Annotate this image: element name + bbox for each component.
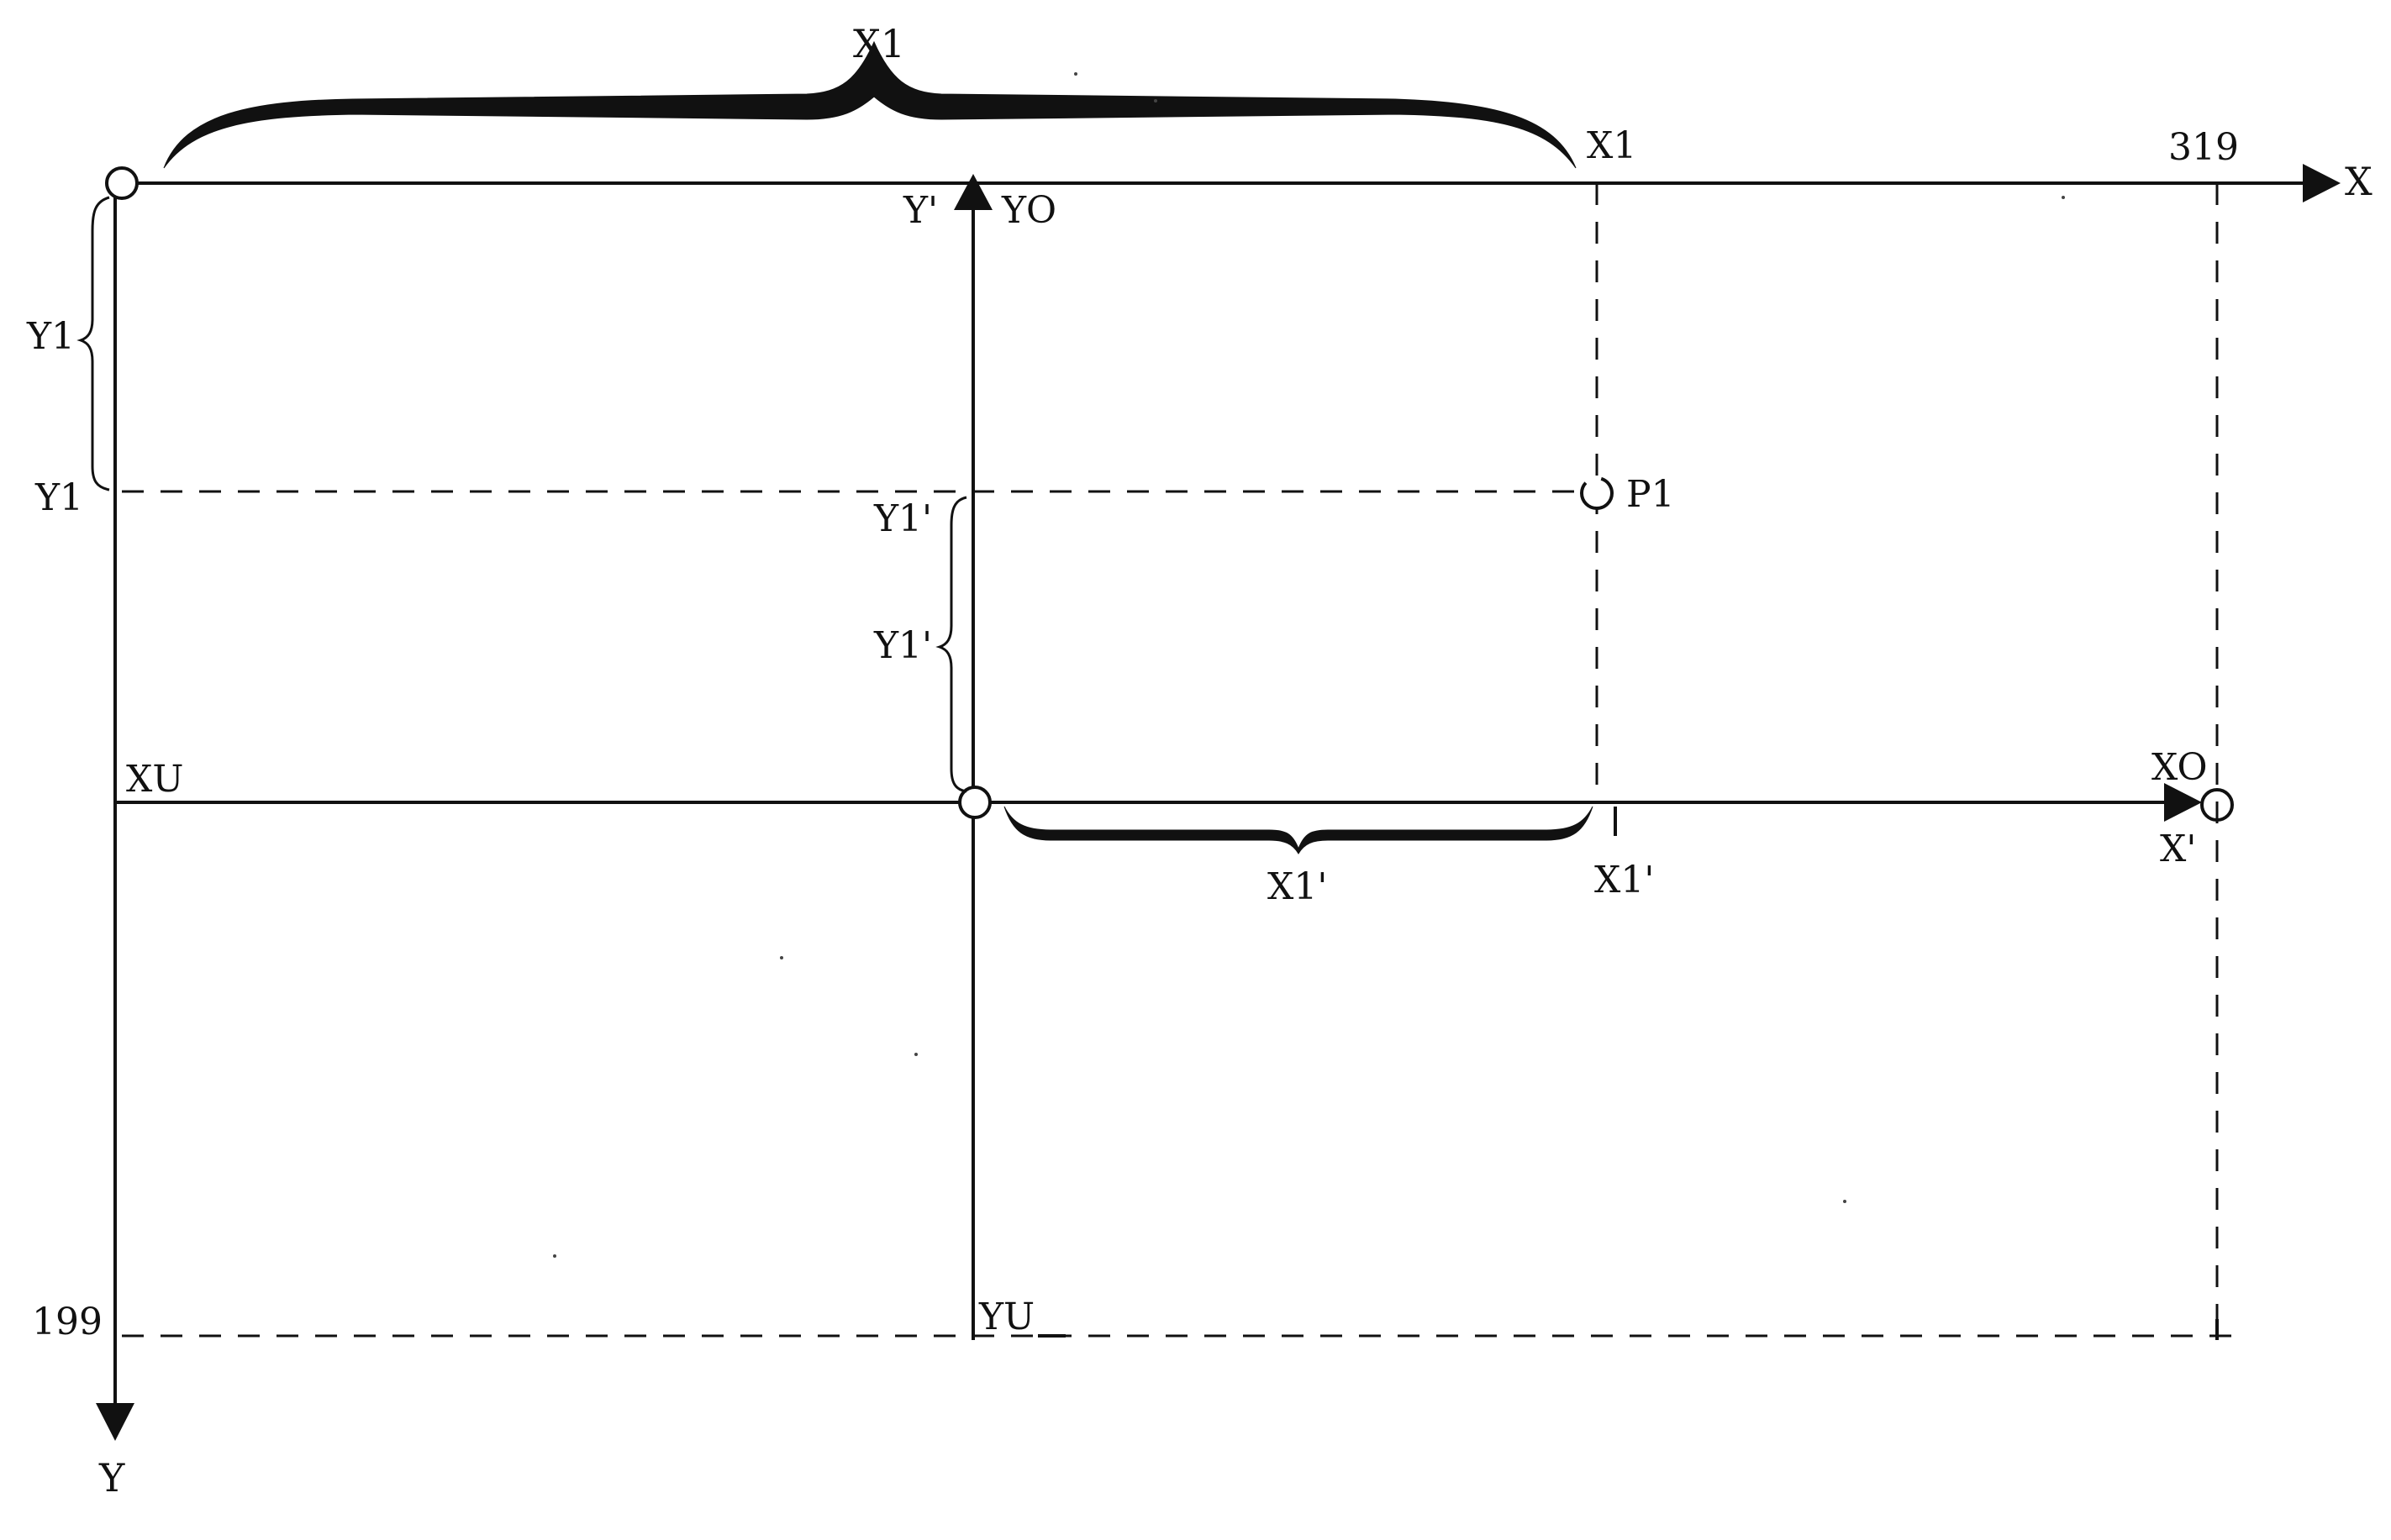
- label-y1-tick: Y1: [34, 476, 83, 519]
- y-prime-axis-arrowhead: [954, 174, 993, 210]
- speck: [1074, 72, 1077, 76]
- label-y-axis-name: Y: [98, 1455, 125, 1501]
- label-y1-prime-tick: Y1': [873, 497, 932, 540]
- label-x1-prime-tick: X1': [1594, 859, 1654, 901]
- x-axis-arrowhead: [2303, 164, 2341, 202]
- label-y1-prime-brace: Y1': [873, 624, 932, 667]
- label-yu: YU: [978, 1296, 1035, 1338]
- speck: [553, 1254, 556, 1258]
- y1-left-brace: [76, 196, 110, 491]
- y1-prime-brace: [935, 496, 967, 793]
- label-x1-top-brace: X1: [853, 21, 905, 66]
- x-prime-axis-arrowhead: [2164, 783, 2202, 822]
- label-x-axis-max: 319: [2168, 126, 2239, 169]
- label-x1-axis-tick: X1: [1587, 124, 1636, 167]
- local-origin-point: [958, 786, 992, 819]
- x1-top-brace: [163, 40, 1577, 169]
- label-xo: XO: [2151, 746, 2208, 789]
- speck: [2062, 196, 2065, 199]
- label-p1: P1: [1626, 473, 1675, 516]
- speck: [1843, 1200, 1846, 1203]
- speck: [914, 1053, 918, 1056]
- label-x-prime-axis: X': [2160, 828, 2196, 870]
- label-y-axis-max: 199: [32, 1301, 103, 1343]
- label-y1-brace: Y1: [26, 315, 75, 358]
- speck: [780, 956, 783, 959]
- label-x1-prime-brace: X1': [1267, 865, 1327, 908]
- speck: [1154, 99, 1157, 102]
- label-xu: XU: [126, 758, 183, 801]
- label-y-origin-top: YO: [1001, 189, 1056, 232]
- p1-point: [1580, 476, 1614, 510]
- x1-prime-brace: [1003, 806, 1593, 854]
- screen-origin-point: [105, 166, 139, 200]
- y-axis-arrowhead: [96, 1403, 134, 1441]
- label-y-prime-axis: Y': [903, 189, 938, 232]
- label-x-axis-name: X: [2345, 159, 2373, 204]
